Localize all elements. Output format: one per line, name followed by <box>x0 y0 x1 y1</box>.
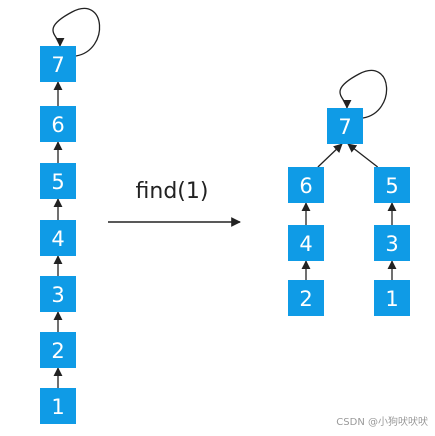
node-label: 7 <box>338 115 351 139</box>
node-box <box>288 167 324 203</box>
node-after-1: 1 <box>374 280 410 316</box>
node-box <box>327 108 363 144</box>
edges-layer <box>52 7 397 388</box>
node-before-4: 4 <box>40 220 76 256</box>
node-box <box>288 225 324 261</box>
node-before-1: 1 <box>40 388 76 424</box>
node-label: 7 <box>51 53 64 77</box>
node-label: 2 <box>299 287 312 311</box>
node-label: 3 <box>51 283 64 307</box>
self-loop-before-b7 <box>52 7 101 57</box>
node-after-7: 7 <box>327 108 363 144</box>
node-label: 2 <box>51 339 64 363</box>
node-after-2: 2 <box>288 280 324 316</box>
watermark: CSDN @小狗吠吠吠 <box>336 415 428 428</box>
node-label: 5 <box>51 170 64 194</box>
node-box <box>374 280 410 316</box>
operation-label: find(1) <box>136 179 209 204</box>
node-label: 1 <box>385 287 398 311</box>
node-label: 4 <box>51 227 64 251</box>
node-box <box>374 167 410 203</box>
node-before-2: 2 <box>40 332 76 368</box>
node-label: 4 <box>299 232 312 256</box>
edge-after-a5-to-a7 <box>347 143 379 168</box>
node-label: 6 <box>51 113 64 137</box>
node-before-5: 5 <box>40 163 76 199</box>
node-after-5: 5 <box>374 167 410 203</box>
node-box <box>40 46 76 82</box>
node-box <box>288 280 324 316</box>
node-label: 3 <box>385 232 398 256</box>
node-before-7: 7 <box>40 46 76 82</box>
node-box <box>40 163 76 199</box>
node-box <box>374 225 410 261</box>
nodes-layer: 7 6 5 4 3 2 1 7 6 5 4 3 2 1 <box>40 46 410 424</box>
node-label: 6 <box>299 174 312 198</box>
node-after-6: 6 <box>288 167 324 203</box>
node-box <box>40 220 76 256</box>
node-box <box>40 276 76 312</box>
node-box <box>40 106 76 142</box>
node-box <box>40 388 76 424</box>
edge-after-a6-to-a7 <box>317 143 343 168</box>
node-before-6: 6 <box>40 106 76 142</box>
node-before-3: 3 <box>40 276 76 312</box>
node-label: 1 <box>51 395 64 419</box>
self-loop-after-a7 <box>339 69 388 119</box>
node-box <box>40 332 76 368</box>
node-label: 5 <box>385 174 398 198</box>
node-after-3: 3 <box>374 225 410 261</box>
node-after-4: 4 <box>288 225 324 261</box>
